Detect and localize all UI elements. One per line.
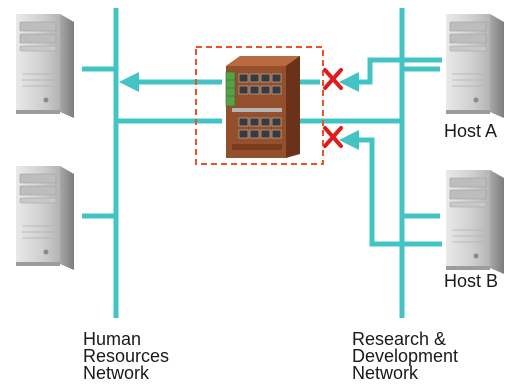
switch-highlight-box <box>195 46 324 165</box>
block-x-icon <box>323 68 343 90</box>
server-tower-icon <box>15 165 75 271</box>
block-x-icon <box>323 126 343 148</box>
hr-label-line-1: Human <box>83 329 142 349</box>
host-a-blocked-path <box>339 57 442 92</box>
host-a-label: Host A <box>444 121 498 141</box>
hr-label-line-3: Network <box>83 363 150 383</box>
rd-network-label: Research & Development Network <box>352 329 459 383</box>
rd-label-line-3: Network <box>352 363 419 383</box>
industrial-switch-icon <box>225 56 300 158</box>
host-b-label: Host B <box>444 271 499 291</box>
server-tower-icon <box>445 169 505 275</box>
server-tower-icon <box>445 13 505 119</box>
hr-label-line-2: Resources <box>83 346 170 366</box>
host-b-blocked-path <box>339 130 442 247</box>
hr-network-label: Human Resources Network <box>83 329 170 383</box>
rd-label-line-2: Development <box>352 346 459 366</box>
server-tower-icon <box>15 13 75 119</box>
rd-label-line-1: Research & <box>352 329 447 349</box>
